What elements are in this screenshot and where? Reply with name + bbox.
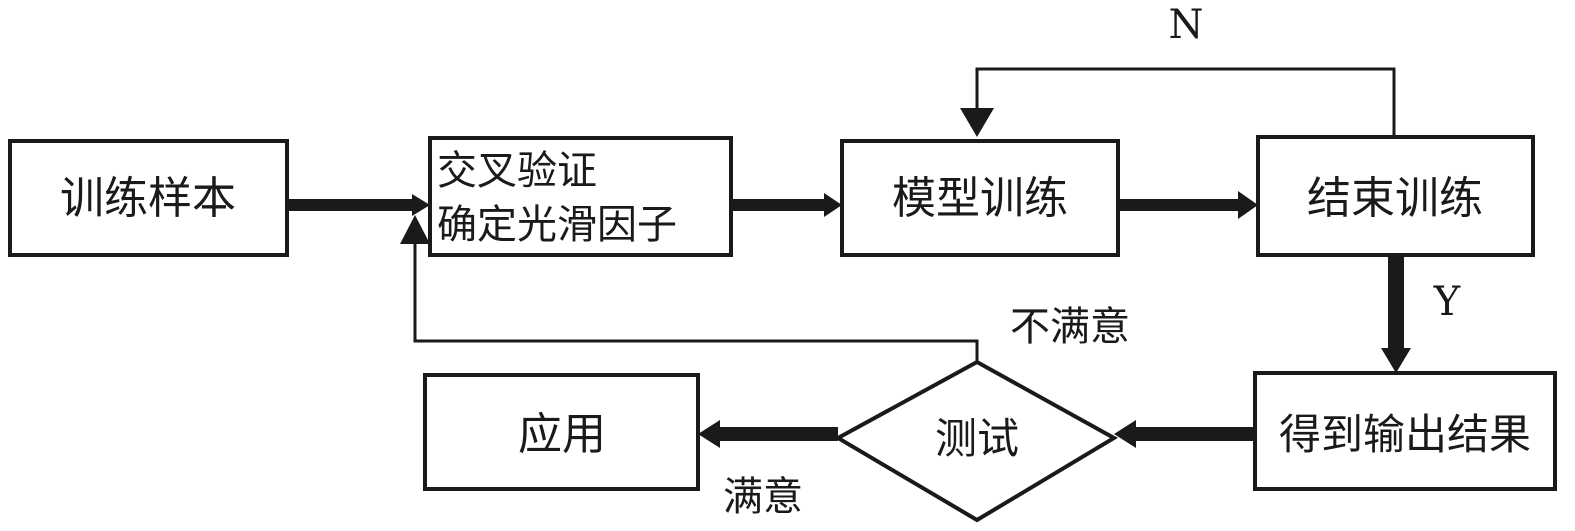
node-cross-validation-line2: 确定光滑因子 <box>437 202 677 248</box>
node-cross-validation-line1: 交叉验证 <box>437 148 597 194</box>
node-train-samples: 训练样本 <box>8 139 289 257</box>
arrowhead-training <box>824 193 842 217</box>
node-model-training: 模型训练 <box>840 139 1120 257</box>
label-satisfied: 满意 <box>723 474 803 520</box>
arrowhead-no-loop <box>960 108 994 137</box>
arrowhead-output <box>1381 348 1411 373</box>
arrowhead-crossval-left <box>412 194 430 216</box>
arrowhead-apply <box>698 420 720 448</box>
edge-no-loop <box>975 67 1396 137</box>
node-cross-validation: 交叉验证 确定光滑因子 <box>428 136 733 257</box>
node-model-training-label: 模型训练 <box>892 173 1068 224</box>
node-train-samples-label: 训练样本 <box>60 173 236 224</box>
node-apply-label: 应用 <box>518 409 606 460</box>
node-get-output: 得到输出结果 <box>1253 371 1557 491</box>
arrowhead-unsatisfied-loop <box>400 215 430 244</box>
label-no: N <box>1169 2 1204 48</box>
arrowhead-end <box>1238 191 1258 219</box>
node-apply: 应用 <box>423 373 700 491</box>
node-test-decision: 测试 <box>833 359 1119 523</box>
node-test-label: 测试 <box>935 414 1019 463</box>
node-end-training: 结束训练 <box>1256 135 1535 257</box>
label-yes: Y <box>1433 279 1461 325</box>
edge-unsatisfied-loop <box>413 240 979 362</box>
arrowhead-test <box>1114 420 1136 448</box>
node-get-output-label: 得到输出结果 <box>1279 410 1531 459</box>
label-unsatisfied: 不满意 <box>1010 304 1130 350</box>
node-end-training-label: 结束训练 <box>1307 173 1483 224</box>
